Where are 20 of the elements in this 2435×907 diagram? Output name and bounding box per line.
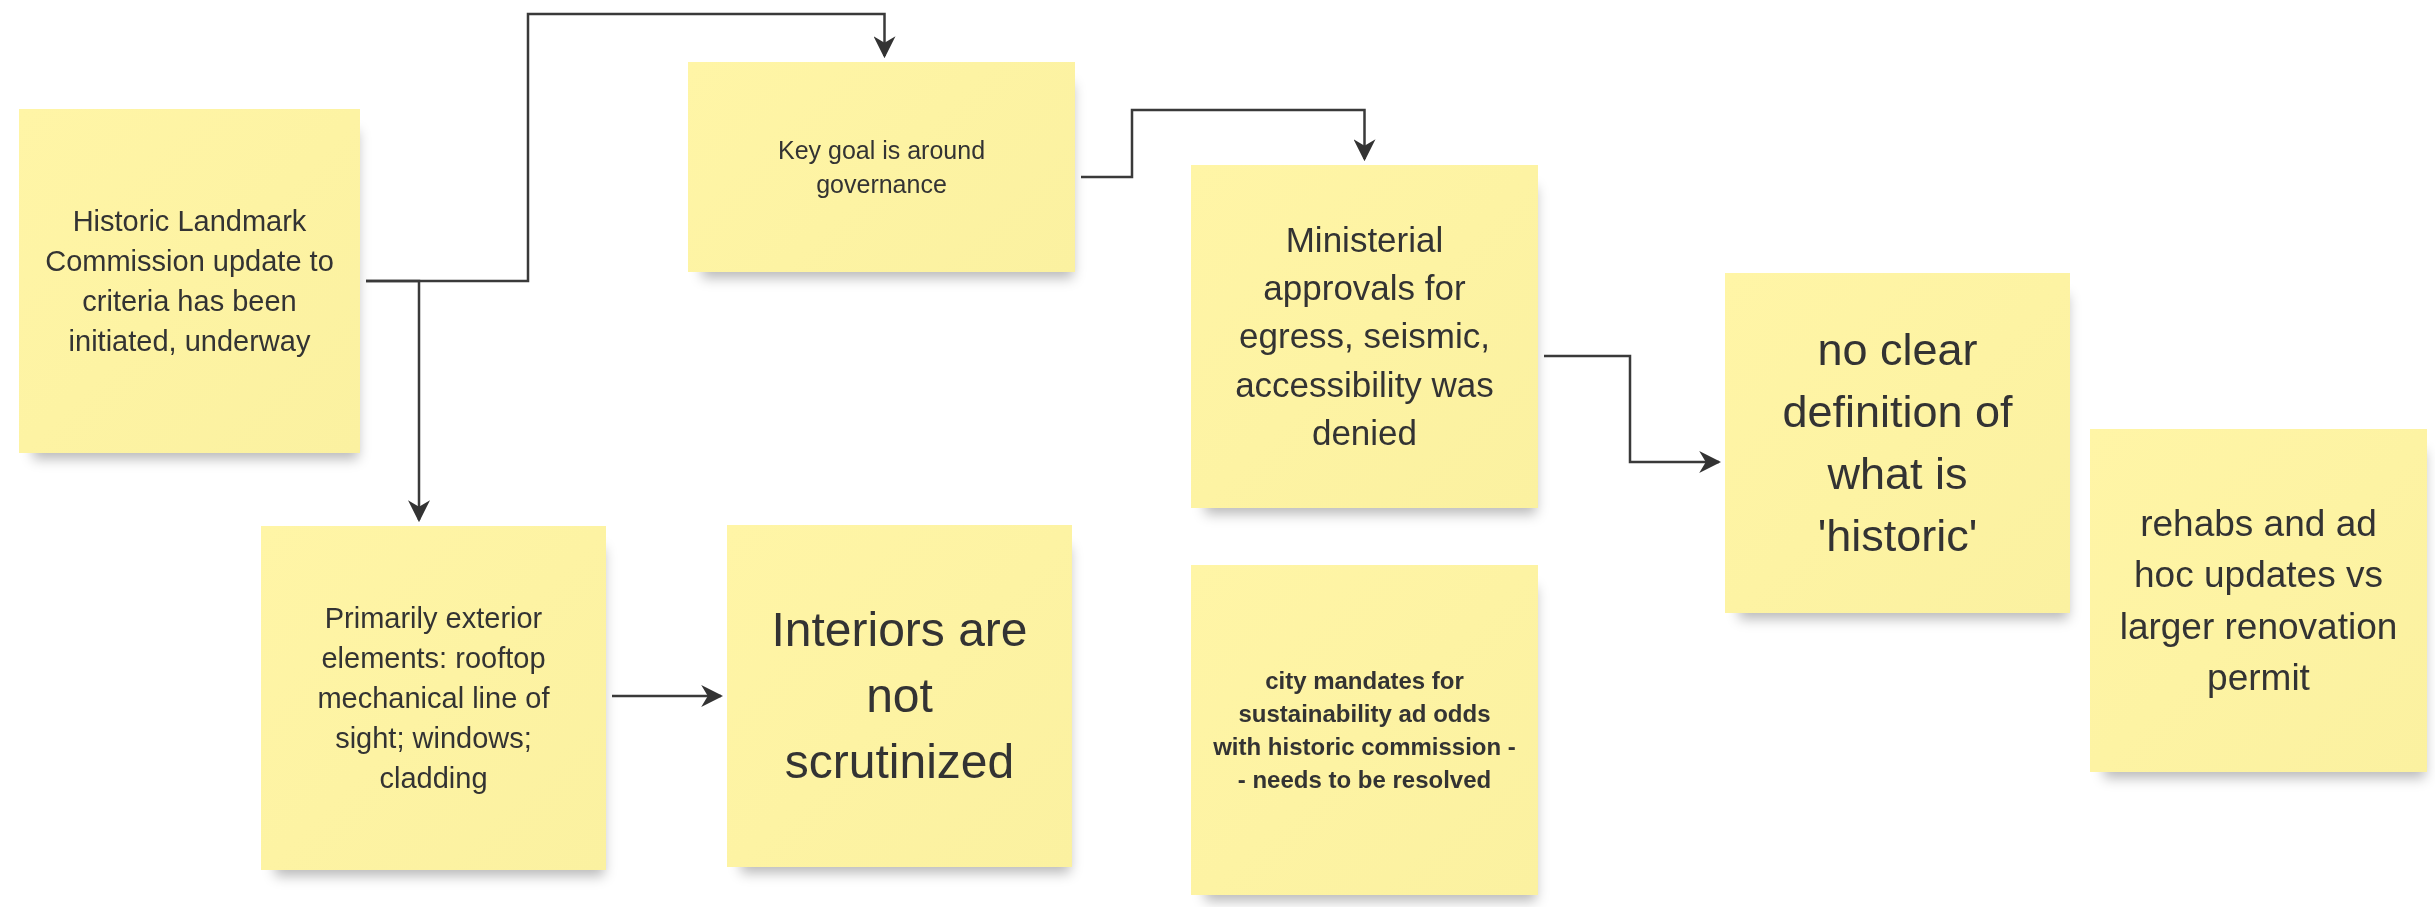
note-text: no clear definition of what is 'historic' [1781, 322, 2014, 564]
note-text: Primarily exterior elements: rooftop mechanical line of sight; windows; cladding [316, 600, 551, 796]
arrow [1544, 354, 1722, 473]
sticky-note [1191, 565, 1538, 895]
arrow [1081, 108, 1376, 179]
note-text: Historic Landmark Commission update to criteria has been initiated, underway [44, 203, 335, 359]
arrow [366, 279, 430, 523]
arrow [612, 685, 724, 707]
sticky-note [1725, 273, 2070, 613]
note-text: city mandates for sustainability ad odds with historic commission -- needs to be resolved [1213, 665, 1516, 796]
note-text: Interiors are not scrutinized [770, 601, 1029, 791]
sticky-note [261, 526, 606, 870]
note-text: Key goal is around governance [776, 134, 987, 200]
sticky-note [2090, 429, 2427, 772]
sticky-note [19, 109, 360, 453]
sticky-note [688, 62, 1075, 272]
sticky-note [1191, 165, 1538, 508]
sticky-note [727, 525, 1072, 867]
note-text: rehabs and ad hoc updates vs larger renovation permit [2118, 502, 2399, 700]
note-text: Ministerial approvals for egress, seismic, accessibility was denied [1234, 218, 1495, 454]
